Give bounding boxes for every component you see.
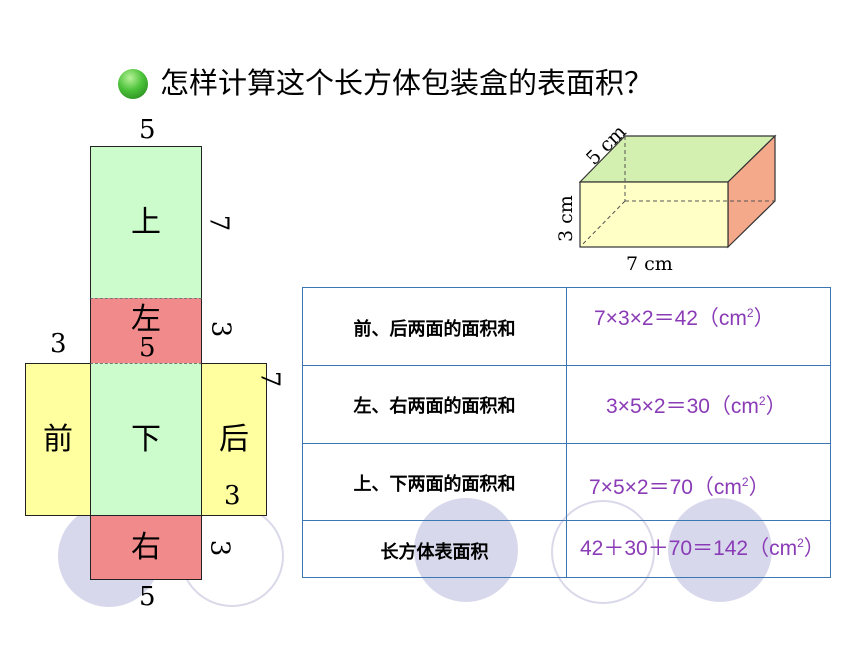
face-right: 右: [90, 515, 202, 580]
decor-circle-3: [414, 498, 518, 602]
face-top: 上: [90, 146, 202, 299]
decor-circle-5: [668, 498, 772, 602]
dim-left-height: 3: [205, 320, 236, 338]
row-label: 左、右两面的面积和: [353, 396, 516, 417]
dim-right-height: 3: [204, 539, 235, 557]
face-back-label: 后: [219, 421, 249, 457]
row-formula: 7×5×2＝70（cm2）: [589, 475, 770, 499]
row-formula: 3×5×2＝30（cm2）: [606, 394, 787, 418]
dim-back-width: 7: [254, 370, 285, 388]
row-label: 前、后两面的面积和: [353, 319, 516, 340]
box-hidden-edge-3: [579, 200, 626, 248]
title-bullet-icon: [118, 69, 148, 99]
face-top-label: 上: [131, 204, 161, 240]
box-length-label: 7 cm: [626, 253, 673, 275]
box-height-label: 3 cm: [555, 195, 577, 242]
table-row: 长方体表面积 42＋30＋70＝142（cm2）: [303, 520, 830, 577]
face-front-label: 前: [43, 421, 73, 457]
row-formula: 7×3×2＝42（cm2）: [594, 306, 775, 330]
dim-top-width: 5: [139, 115, 156, 145]
face-right-label: 右: [131, 529, 161, 565]
page-title: 怎样计算这个长方体包装盒的表面积？: [160, 66, 654, 100]
table-column-divider: [566, 288, 567, 577]
dim-right-width: 5: [139, 582, 156, 612]
table-row: 前、后两面的面积和 7×3×2＝42（cm2）: [303, 288, 830, 366]
dim-top-height: 7: [203, 214, 234, 232]
calculation-table: 前、后两面的面积和 7×3×2＝42（cm2） 左、右两面的面积和 3×5×2＝…: [302, 287, 831, 578]
cuboid-drawing: 5 cm 3 cm 7 cm: [555, 121, 777, 275]
face-left-label: 左: [131, 302, 161, 337]
face-back: 后: [201, 363, 267, 516]
row-formula: 42＋30＋70＝142（cm2）: [580, 536, 825, 560]
face-bottom: 下: [90, 363, 202, 516]
dim-front-height: 3: [50, 329, 67, 359]
row-label: 上、下两面的面积和: [353, 474, 516, 495]
dim-back-height: 3: [224, 481, 241, 511]
box-front-face: [579, 181, 729, 248]
face-bottom-label: 下: [131, 421, 161, 457]
table-row: 上、下两面的面积和 7×5×2＝70（cm2）: [303, 443, 830, 521]
decor-circle-4: [551, 500, 655, 604]
table-row: 左、右两面的面积和 3×5×2＝30（cm2）: [303, 365, 830, 444]
row-label: 长方体表面积: [380, 542, 489, 563]
face-front: 前: [25, 363, 91, 516]
dim-left-width: 5: [139, 333, 156, 363]
